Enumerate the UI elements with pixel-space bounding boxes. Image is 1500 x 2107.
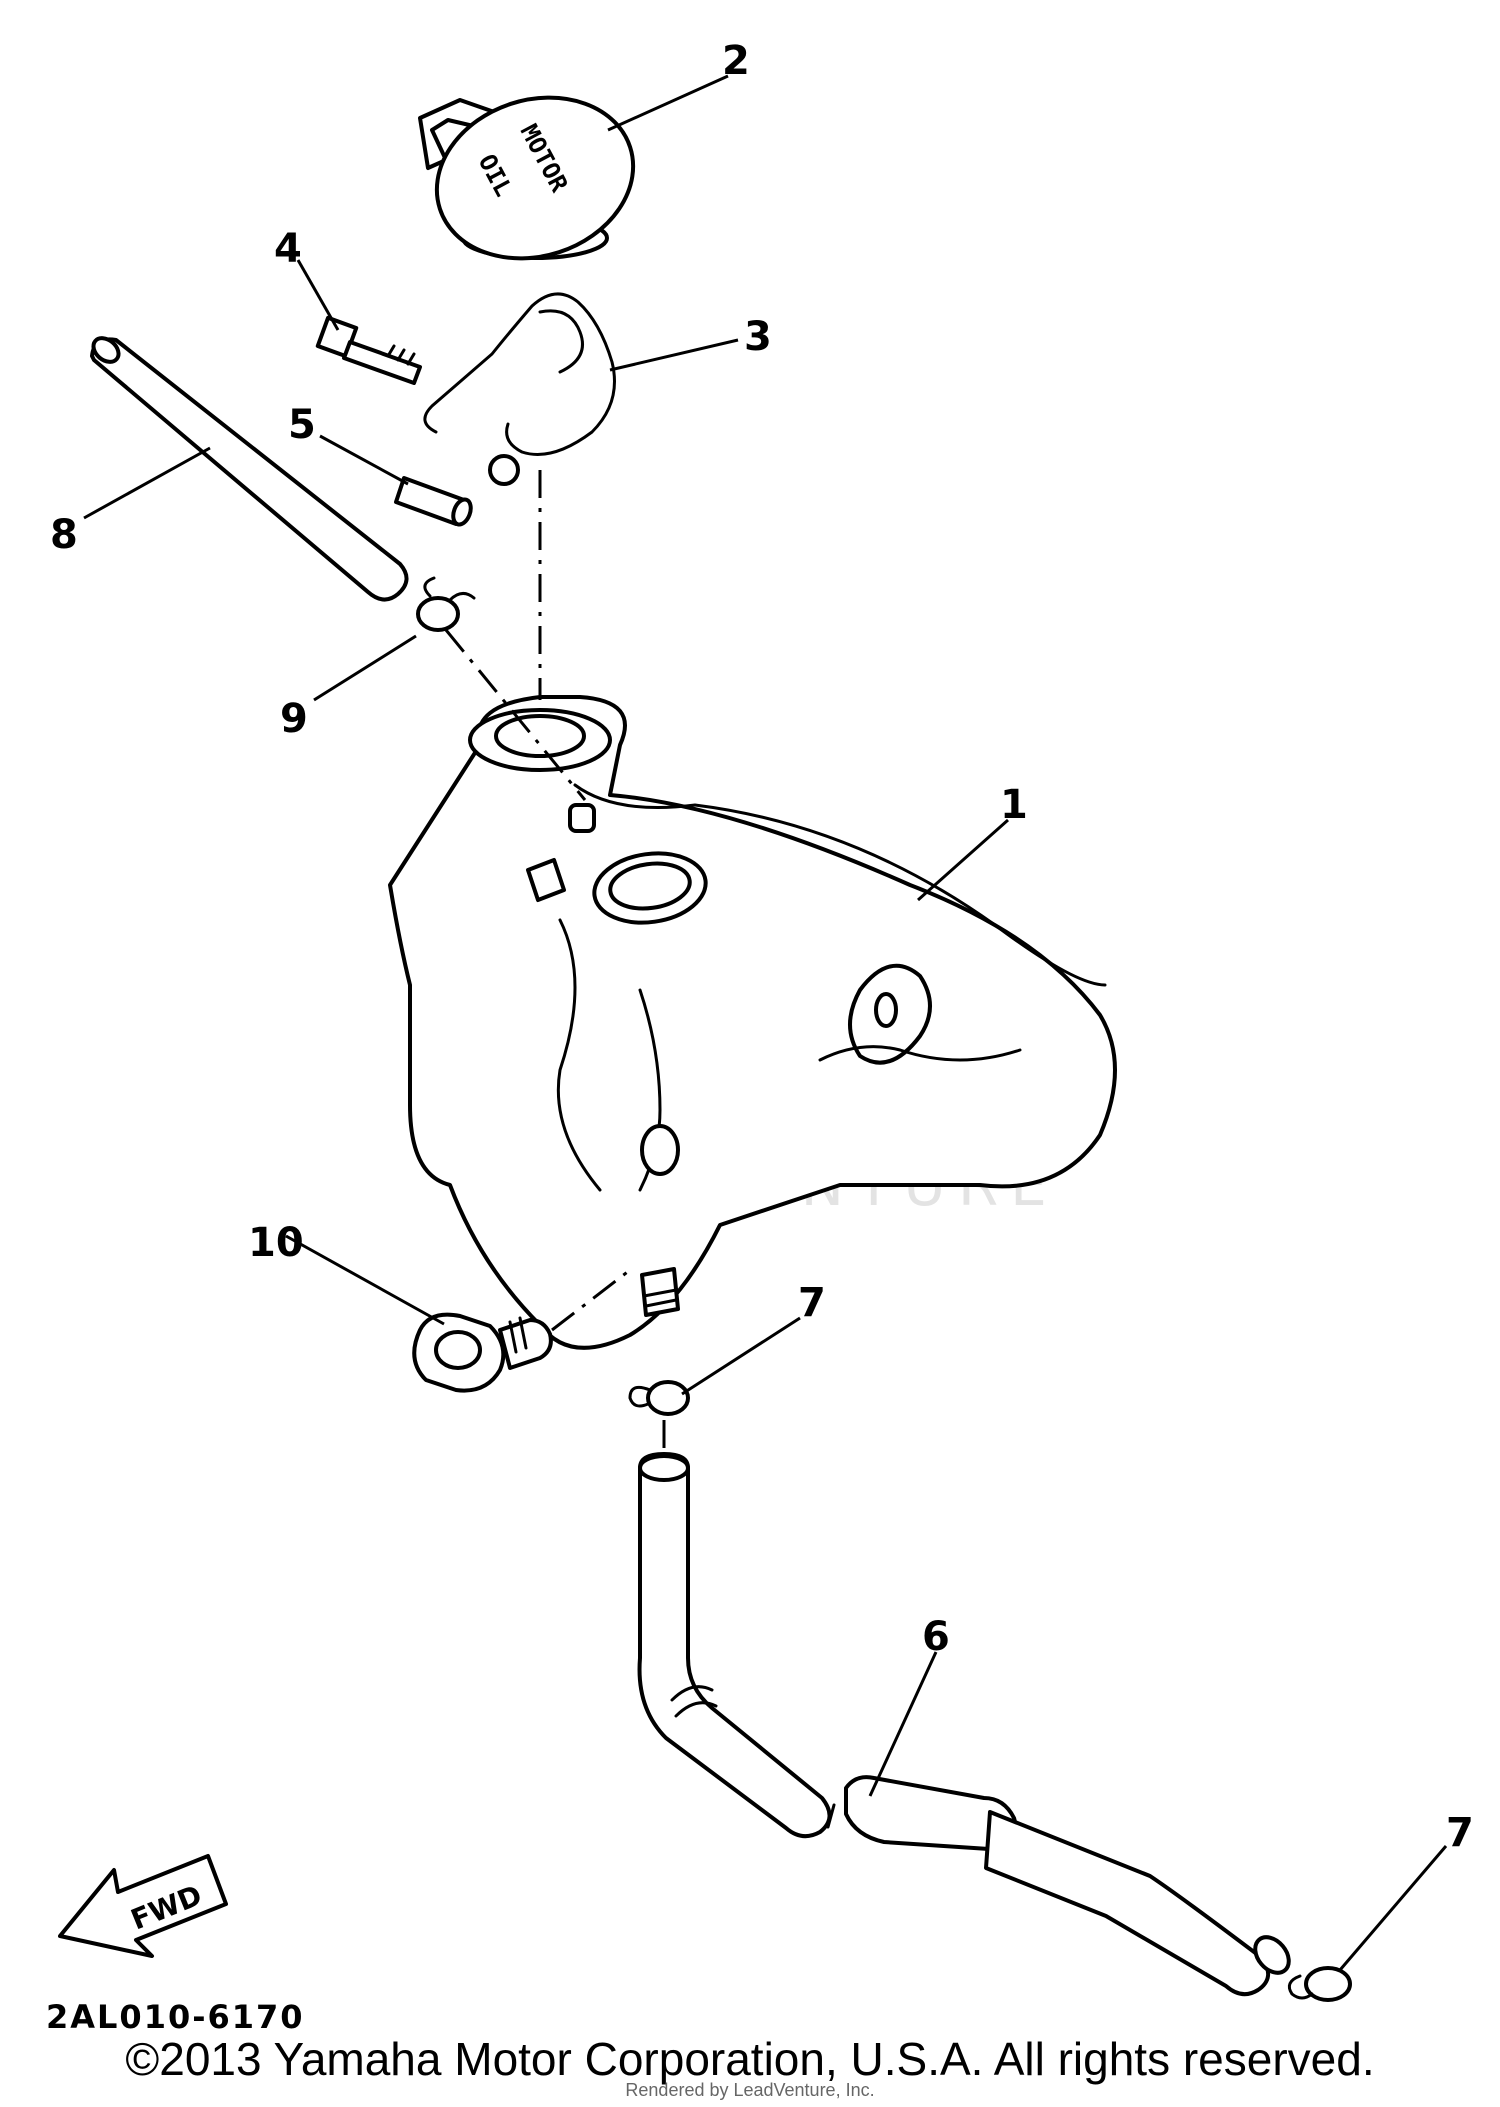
hose-clip-top[interactable] xyxy=(416,576,476,632)
callout-3: 3 xyxy=(744,314,772,360)
bolt[interactable] xyxy=(315,315,422,385)
centerline-drain xyxy=(551,1268,631,1332)
breather-hose[interactable] xyxy=(89,333,409,602)
callout-4: 4 xyxy=(274,226,302,272)
centerline-clip xyxy=(444,629,587,801)
collar[interactable] xyxy=(394,476,474,527)
hose-clip-lower-b[interactable] xyxy=(1287,1966,1352,2002)
oil-tank[interactable] xyxy=(388,695,1117,1350)
callout-9: 9 xyxy=(280,696,308,742)
diagram-code: 2AL010-6170 xyxy=(46,1998,305,2036)
callout-1: 1 xyxy=(1000,782,1028,828)
copyright-notice: ©2013 Yamaha Motor Corporation, U.S.A. A… xyxy=(125,2033,1375,2085)
leader-lines xyxy=(83,74,1448,1971)
callout-6: 6 xyxy=(922,1614,950,1660)
callout-7-lower: 7 xyxy=(1446,1810,1474,1856)
callouts: 2 4 3 5 8 9 1 10 7 6 7 xyxy=(50,38,1474,1856)
oil-tank-cap[interactable]: MOTOR OIL xyxy=(416,73,654,283)
render-note: Rendered by LeadVenture, Inc. xyxy=(625,2080,875,2100)
drain-bolt[interactable] xyxy=(412,1312,553,1393)
callout-7-upper: 7 xyxy=(798,1280,826,1326)
hose-clip-lower-a[interactable] xyxy=(628,1380,690,1416)
cap-holder-wire[interactable] xyxy=(423,292,616,486)
forward-arrow: FWD xyxy=(58,1854,228,1958)
callout-8: 8 xyxy=(50,512,78,558)
callout-10: 10 xyxy=(248,1220,304,1266)
oil-delivery-hose[interactable] xyxy=(637,1452,1296,1997)
callout-2: 2 xyxy=(722,38,750,84)
callout-5: 5 xyxy=(288,402,316,448)
